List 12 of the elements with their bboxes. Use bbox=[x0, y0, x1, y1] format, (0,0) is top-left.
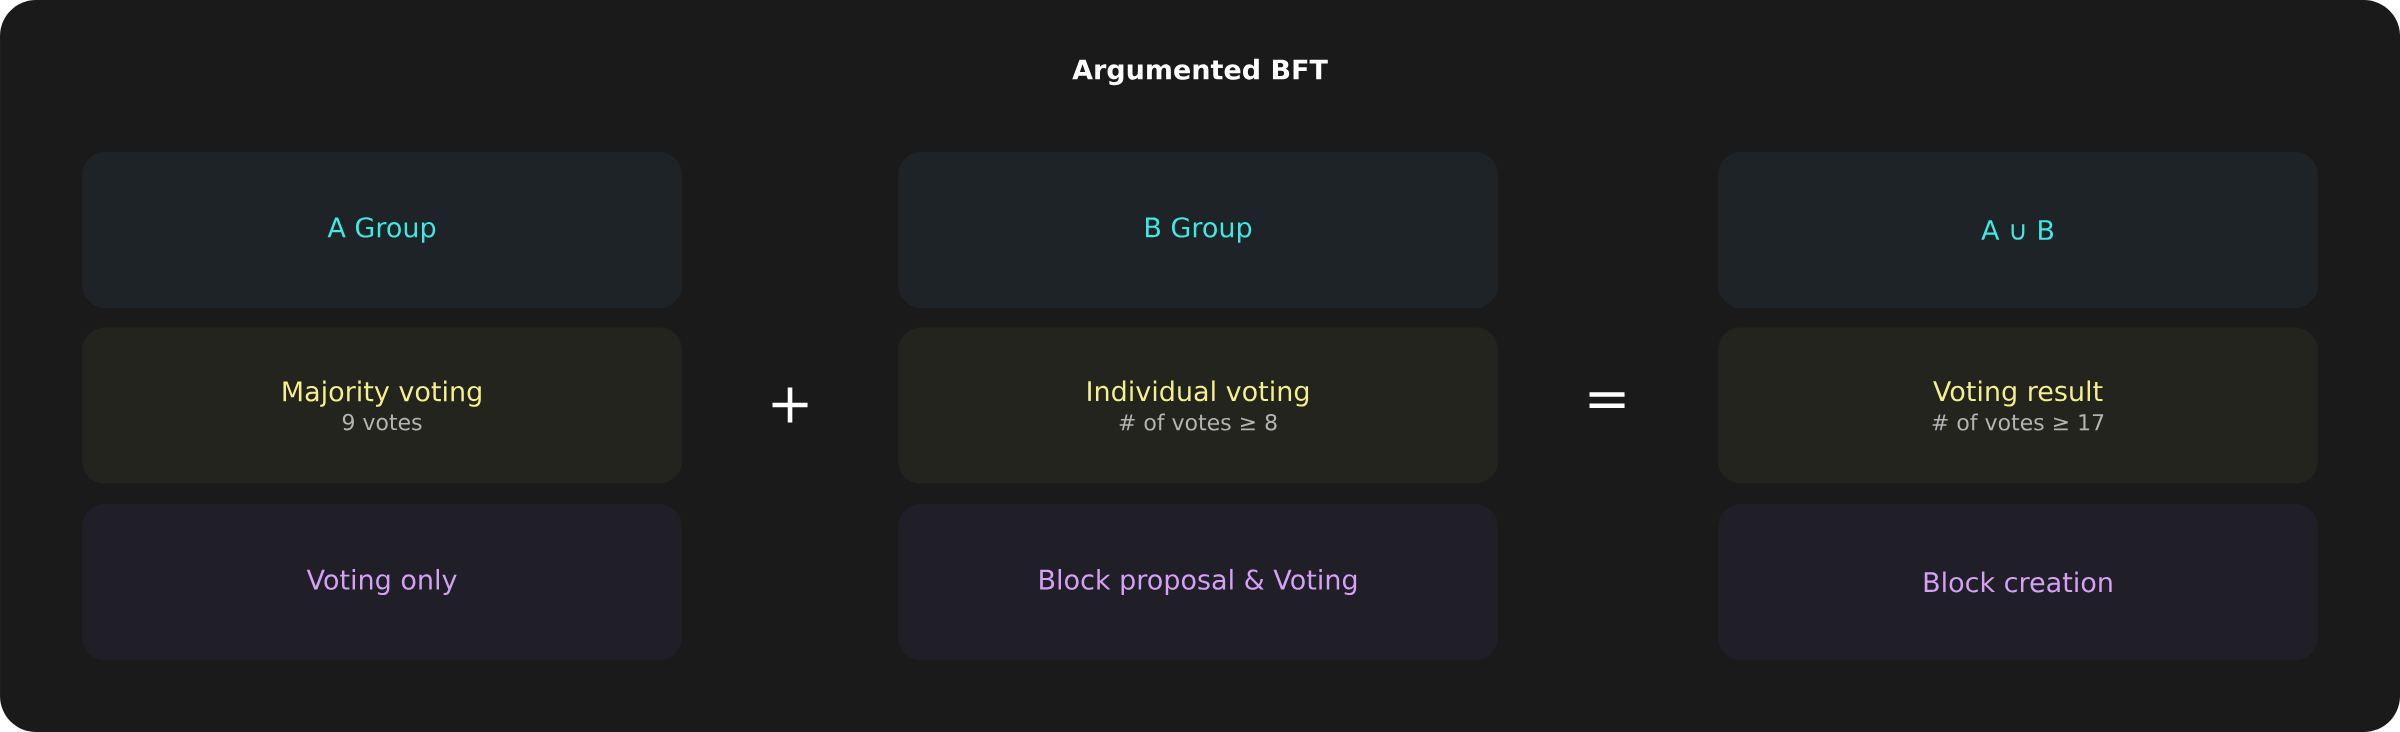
role-box: Block proposal & Voting bbox=[898, 504, 1498, 660]
voting-box: Individual voting # of votes ≥ 8 bbox=[898, 327, 1498, 484]
group-box: A Group bbox=[82, 152, 682, 308]
role-box: Block creation bbox=[1718, 504, 2318, 660]
role-box: Voting only bbox=[82, 504, 682, 660]
group-box: B Group bbox=[898, 152, 1498, 308]
plus-sign: + bbox=[772, 387, 808, 423]
group-box: A ∪ B bbox=[1718, 152, 2318, 308]
voting-box: Majority voting 9 votes bbox=[82, 327, 682, 484]
title: Argumented BFT bbox=[1072, 58, 1328, 86]
voting-box: Voting result # of votes ≥ 17 bbox=[1718, 327, 2318, 484]
equals-sign: = bbox=[1589, 392, 1625, 409]
